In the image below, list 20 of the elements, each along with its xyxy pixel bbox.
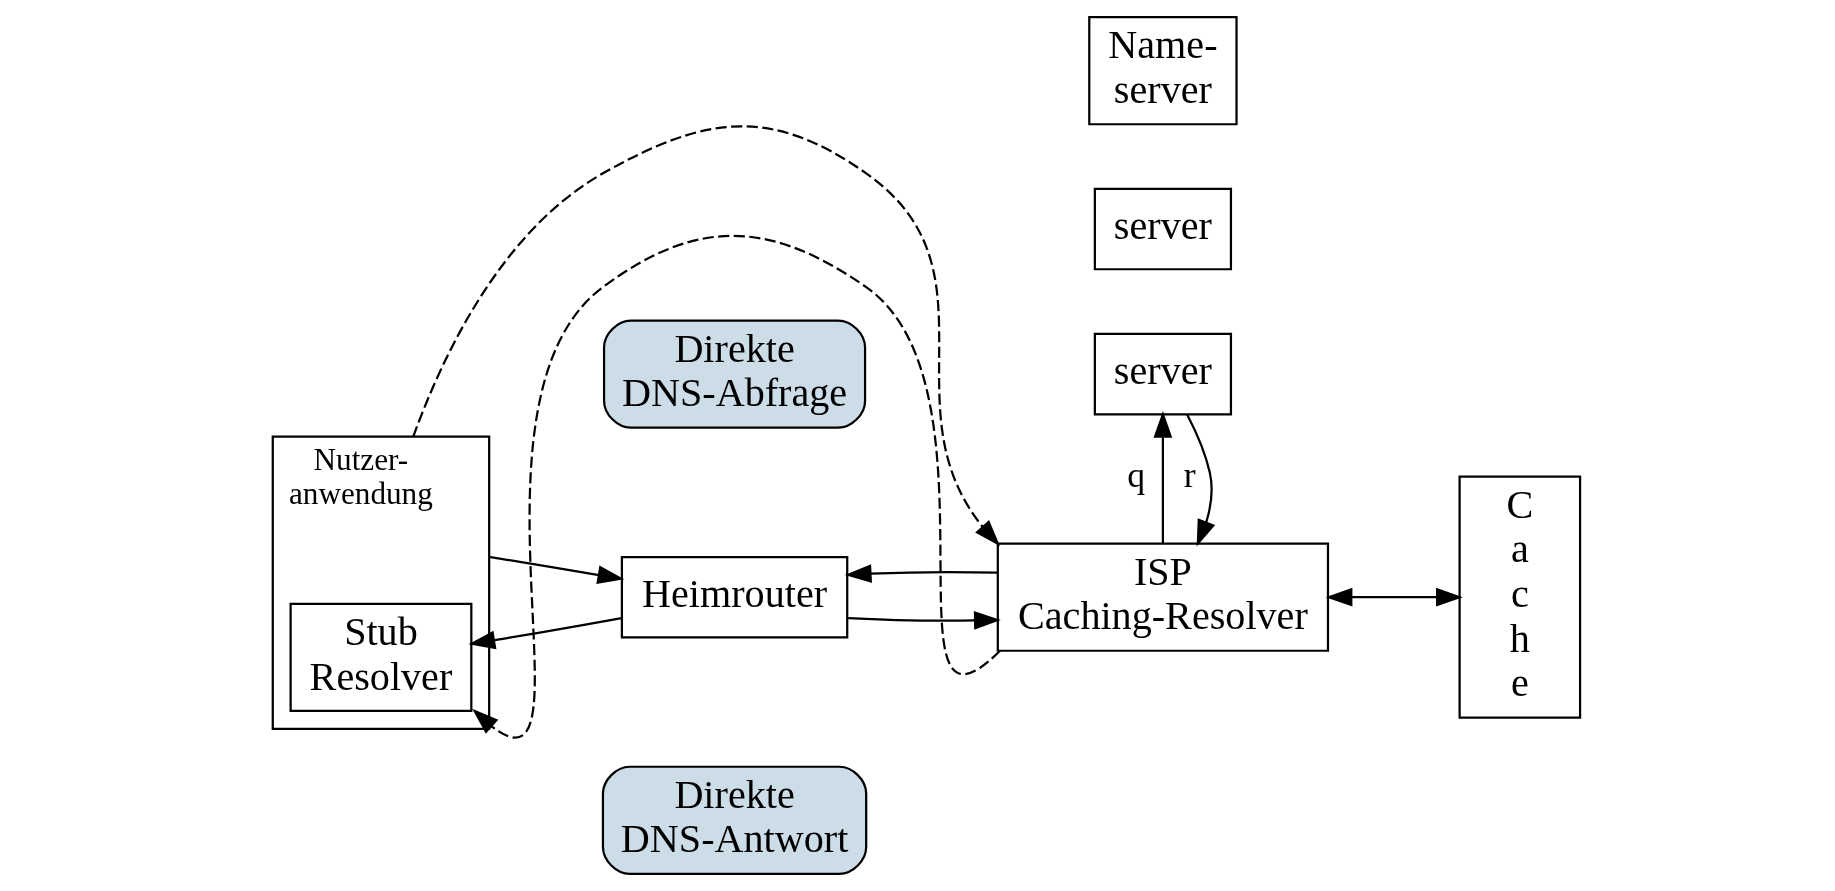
arrow <box>1186 414 1216 547</box>
arrow <box>472 234 1001 738</box>
node-box: server <box>1093 332 1233 416</box>
node-box: Direkte DNS-Antwort <box>601 765 868 875</box>
arrow <box>1153 410 1173 544</box>
edge-label: q <box>1127 455 1146 496</box>
arrow <box>468 616 622 650</box>
node-box: Direkte DNS-Abfrage <box>602 319 867 429</box>
node-box: Name- server <box>1088 16 1238 126</box>
node-box: C a c h e <box>1458 475 1582 719</box>
node-box: ISP Caching-Resolver <box>996 542 1330 652</box>
node-box: server <box>1093 187 1233 271</box>
arrow <box>844 564 998 583</box>
edge-label: r <box>1183 455 1196 496</box>
arrow <box>1325 587 1463 607</box>
node-box: Heimrouter <box>620 555 849 639</box>
arrow <box>848 611 1001 630</box>
arrow <box>489 555 625 585</box>
arrow <box>412 125 1001 547</box>
node-box: Stub Resolver <box>289 602 473 713</box>
